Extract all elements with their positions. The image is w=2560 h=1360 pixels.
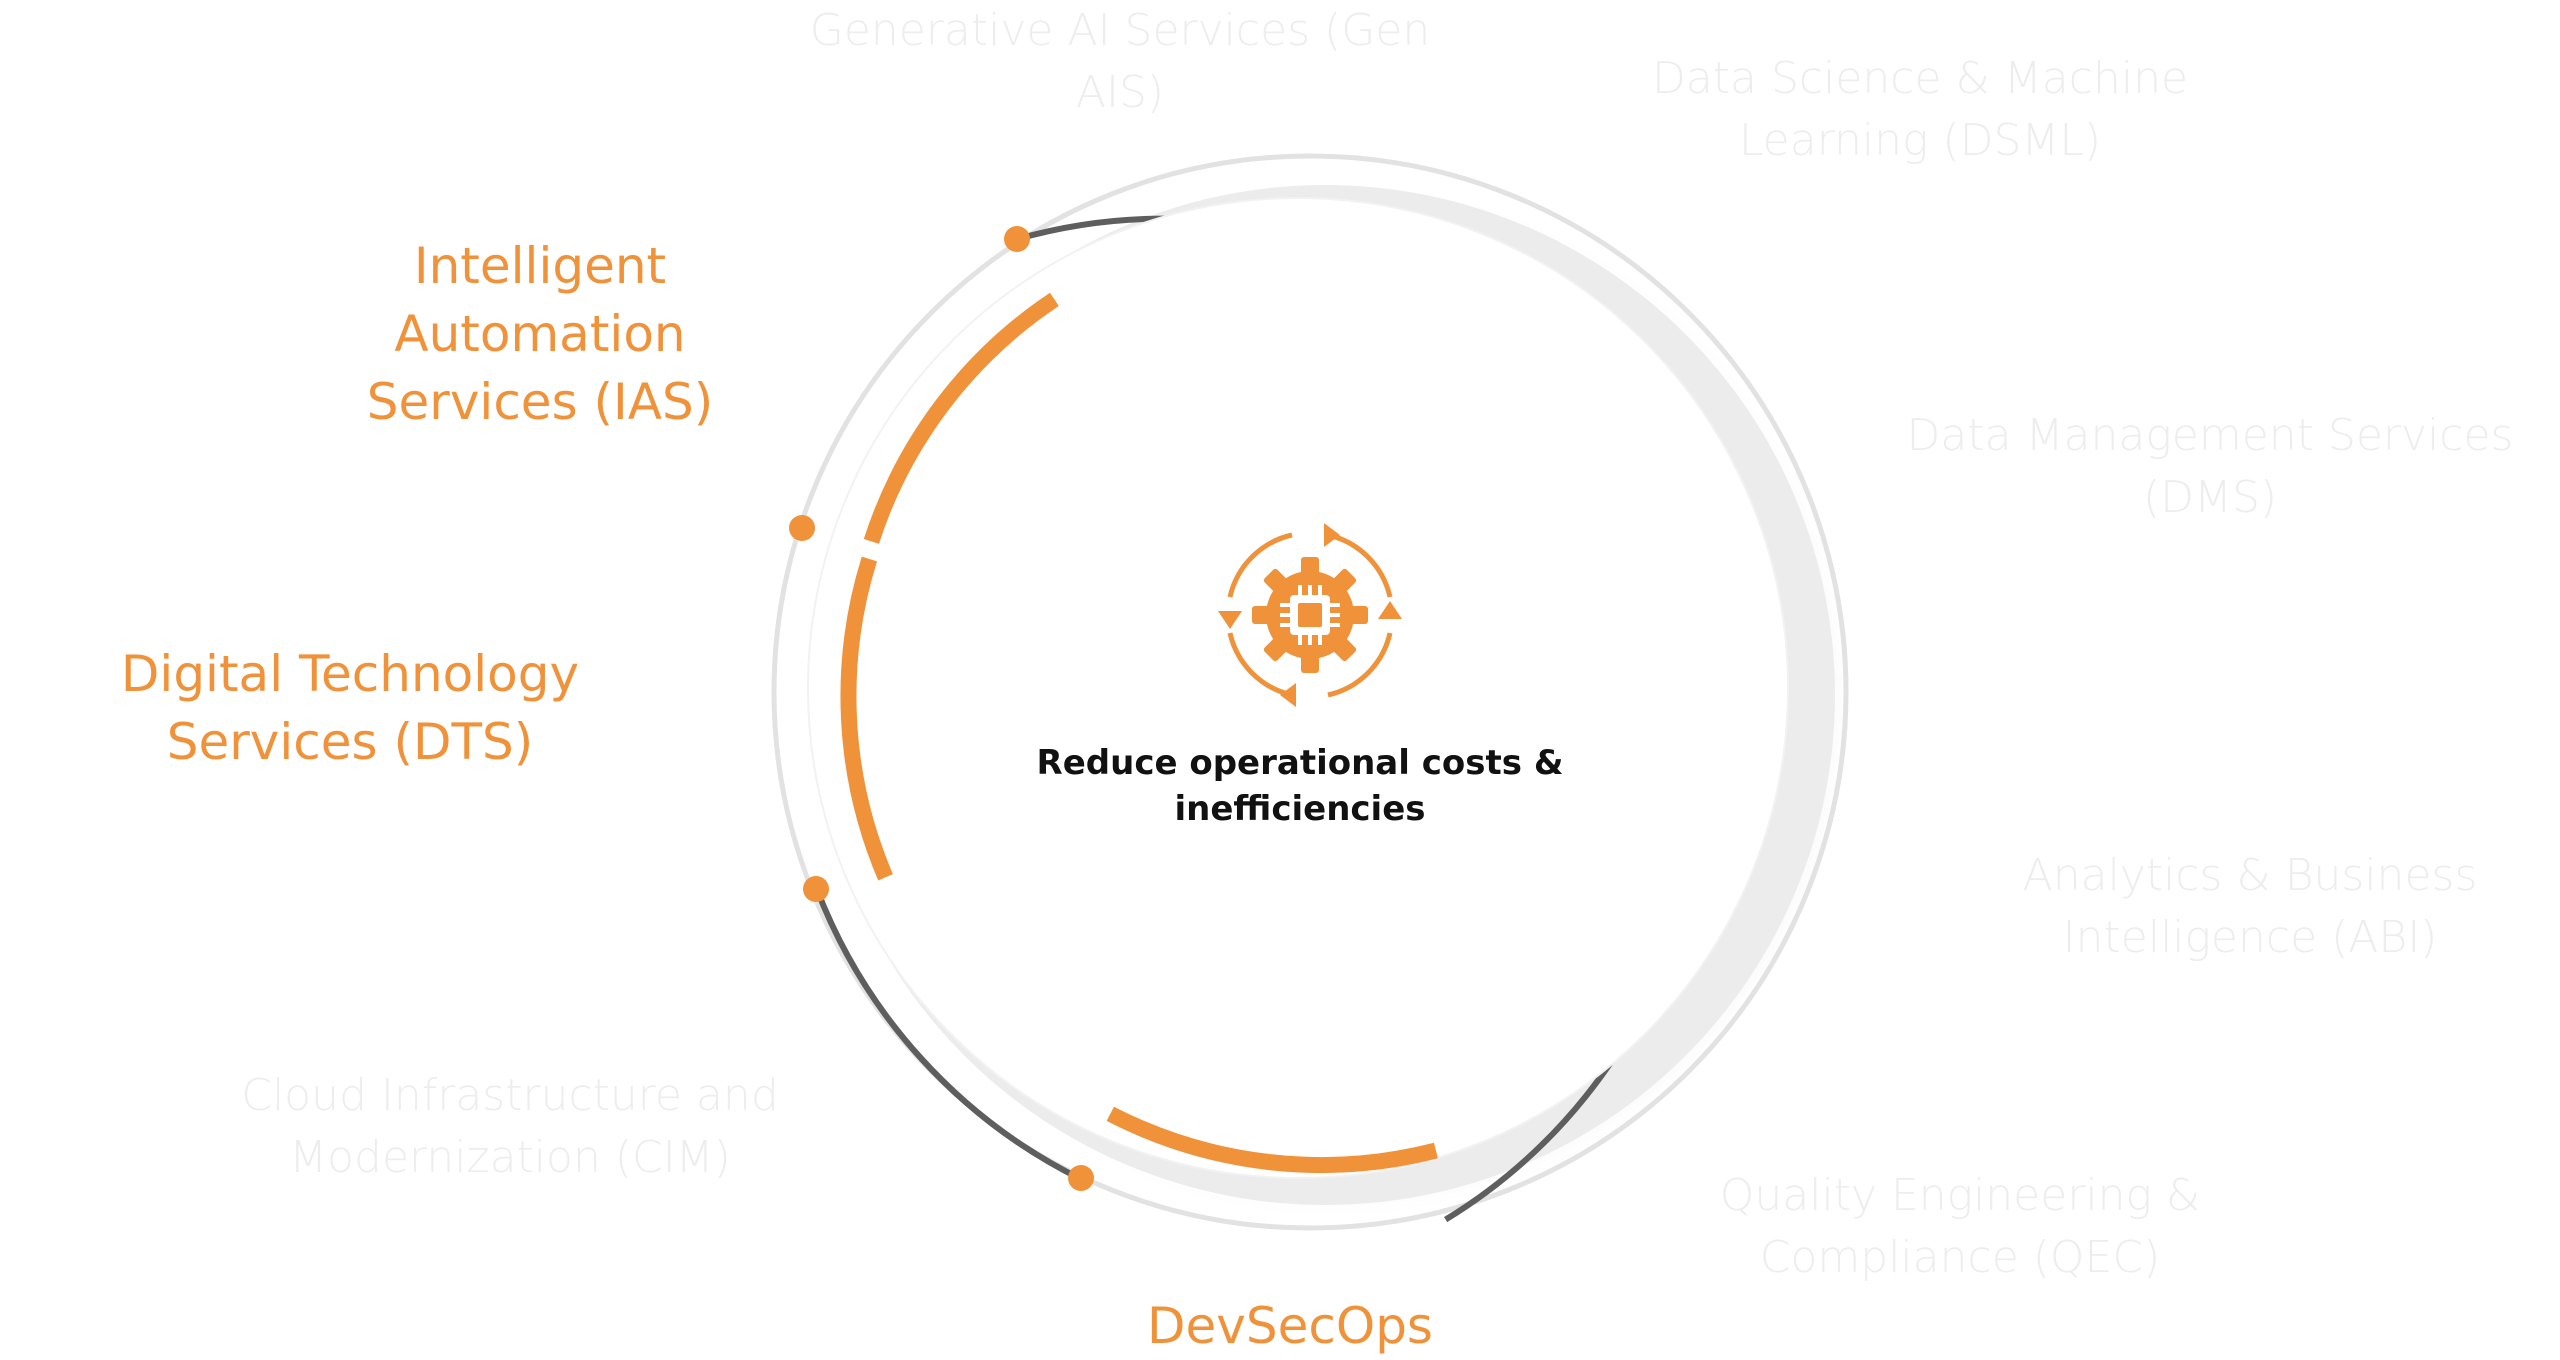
service-label-abi[interactable]: Analytics & Business Intelligence (ABI): [2022, 850, 2478, 963]
service-label-dts[interactable]: Digital Technology Services (DTS): [120, 645, 580, 771]
service-label-dms[interactable]: Data Management Services (DMS): [1906, 410, 2514, 523]
arc-segment-ias: [863, 292, 1059, 544]
inner-disc: [807, 197, 1789, 1179]
outer-ring-light: [771, 153, 1849, 1231]
marker-dot-dts: [789, 515, 815, 541]
outer-ring-dark-arc-left: [812, 884, 1083, 1182]
arc-segment-devsecops: [1106, 1106, 1438, 1173]
service-label-cim[interactable]: Cloud Infrastructure and Modernization (…: [241, 1070, 779, 1183]
service-label-gen-ais[interactable]: Generative AI Services (Gen AIS): [809, 5, 1431, 118]
service-label-ias[interactable]: Intelligent Automation Services (IAS): [366, 237, 714, 431]
service-label-devsecops[interactable]: DevSecOps: [1147, 1297, 1433, 1355]
marker-dot-ias: [1004, 226, 1030, 252]
gear-chip-cycle-icon: [1218, 523, 1402, 707]
service-label-qec[interactable]: Quality Engineering & Compliance (QEC): [1719, 1170, 2201, 1283]
arc-segment-dts: [840, 556, 893, 881]
center-caption: Reduce operational costs & inefficiencie…: [1036, 743, 1564, 829]
marker-dot-devsecops-lower: [1068, 1165, 1094, 1191]
service-label-dsml[interactable]: Data Science & Machine Learning (DSML): [1651, 53, 2189, 166]
marker-dot-devsecops-upper: [803, 876, 829, 902]
